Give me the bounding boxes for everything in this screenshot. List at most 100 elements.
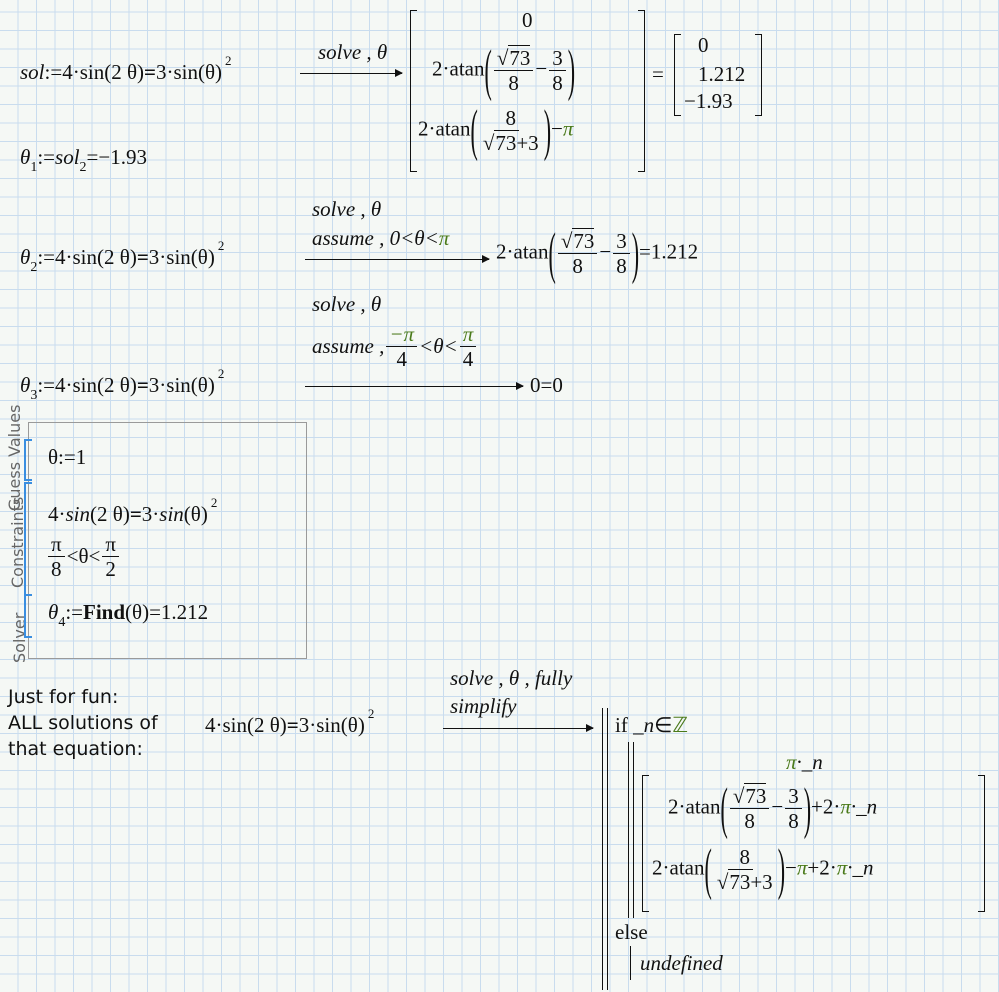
expr-lhs: 4·sin(2 θ) — [62, 60, 144, 84]
paren-open: ( — [704, 835, 712, 901]
theta3-result: 0=0 — [530, 373, 563, 397]
fun-equation[interactable]: 4·sin(2 θ)=3·sin(θ)2 — [205, 706, 374, 738]
symbolic-arrow — [305, 255, 490, 263]
symbolic-arrow — [443, 724, 594, 732]
matrix-entry-0: 0 — [522, 8, 533, 32]
integers-set: ℤ — [672, 713, 689, 737]
exponent: 2 — [367, 706, 375, 721]
var-n: ·_n — [850, 794, 878, 819]
atan-fn: 2·atan — [652, 855, 705, 880]
text-line: ALL solutions of — [8, 712, 158, 734]
matrix-bracket-right — [638, 10, 645, 172]
paren-close: ) — [631, 219, 640, 285]
result: =−1.93 — [86, 145, 147, 169]
program-line — [628, 742, 629, 918]
matrix-bracket-right — [978, 775, 985, 912]
result: =1.212 — [639, 239, 699, 264]
theta1-definition[interactable]: θ1:=sol2=−1.93 — [20, 145, 147, 175]
pi-constant: π — [840, 794, 851, 819]
minus: − — [771, 794, 784, 819]
numerator: 3 — [613, 229, 630, 254]
inequality: <θ< — [419, 334, 458, 358]
atan-fn: 2·atan — [432, 56, 485, 81]
denominator: 8 — [788, 809, 799, 833]
solve-block[interactable] — [28, 422, 307, 659]
numerator: 3 — [785, 784, 802, 809]
expr-rhs: 3·sin(θ) — [298, 713, 365, 737]
sol-definition[interactable]: sol:=4·sin(2 θ)=3·sin(θ)2 — [20, 53, 232, 85]
fun-text: Just for fun: ALL solutions of that equa… — [8, 684, 158, 762]
numerator: 3 — [549, 46, 566, 71]
plus3: +3 — [516, 131, 539, 155]
symbolic-arrow — [300, 69, 403, 77]
constraint-equation[interactable]: 4·sin(2 θ)=3·sin(θ)2 — [48, 495, 217, 527]
sin-fn: sin — [65, 502, 91, 526]
var-sol: sol — [55, 145, 80, 169]
simplify-keyword: simplify — [450, 694, 517, 718]
bool-equals: = — [136, 245, 149, 269]
matrix-entry-2: 2·atan(8√73+3)−π+2·π·_n — [652, 836, 874, 901]
program-line — [602, 708, 603, 990]
find-expression[interactable]: θ4:=Find(θ)=1.212 — [48, 600, 209, 630]
paren-open: ( — [470, 96, 478, 162]
var-theta: θ — [20, 245, 31, 269]
theta2-definition[interactable]: θ2:=4·sin(2 θ)=3·sin(θ)2 — [20, 238, 224, 275]
exponent: 2 — [217, 366, 225, 381]
sqrt-value: 73 — [508, 45, 531, 70]
if-condition: if _n∈ℤ — [615, 713, 688, 738]
denominator: 8 — [552, 71, 563, 95]
atan-fn: 2·atan — [418, 116, 471, 141]
program-line — [630, 946, 631, 980]
subscript: 4 — [58, 615, 66, 630]
inequality: <θ< — [66, 544, 101, 568]
index: 2 — [79, 160, 87, 175]
expr-lhs: 4·sin(2 θ) — [205, 713, 287, 737]
neg-pi: −π — [386, 322, 418, 347]
solve-keyword: solve , θ — [312, 292, 382, 316]
paren-open: ( — [720, 774, 728, 840]
equals: = — [652, 62, 664, 86]
find-fn: Find — [83, 600, 126, 624]
denominator: 8 — [572, 254, 583, 278]
subscript: 2 — [30, 260, 38, 275]
coef: 3· — [141, 502, 160, 526]
var-n: _n — [633, 713, 655, 737]
pi: π — [102, 532, 119, 557]
pi-constant: π — [438, 226, 450, 250]
text-line: that equation: — [8, 738, 143, 760]
pi-constant: π — [786, 750, 797, 774]
result: =1.212 — [149, 600, 209, 624]
assume-text: assume , — [312, 334, 385, 358]
plus-term: +2· — [807, 855, 837, 880]
guess-value[interactable]: θ:=1 — [48, 445, 87, 469]
fraction: 8√73+3 — [482, 106, 539, 155]
var-theta: θ — [20, 373, 31, 397]
program-line — [607, 708, 608, 990]
denominator: 8 — [744, 809, 755, 833]
assume-keyword: assume , 0<θ<π — [312, 226, 449, 251]
paren-close: ) — [777, 835, 786, 901]
matrix-bracket-left — [410, 10, 417, 172]
exponent: 2 — [225, 53, 232, 68]
paren-close: ) — [567, 36, 576, 102]
coef: 4· — [48, 502, 66, 526]
numerator: 8 — [502, 106, 519, 131]
var-theta: θ — [48, 600, 59, 624]
matrix-entry-2: 2·atan(8√73+3)−π — [418, 97, 573, 162]
plus3: +3 — [750, 870, 773, 894]
paren-close: ) — [543, 96, 552, 162]
constraints-bracket — [24, 482, 32, 596]
theta3-definition[interactable]: θ3:=4·sin(2 θ)=3·sin(θ)2 — [20, 366, 224, 403]
solve-keyword: solve , θ — [312, 197, 382, 221]
result-0: 0 — [698, 33, 709, 57]
solve-keyword: solve , θ , fully — [450, 666, 573, 690]
minus: − — [599, 239, 612, 264]
exponent: 2 — [210, 495, 218, 510]
